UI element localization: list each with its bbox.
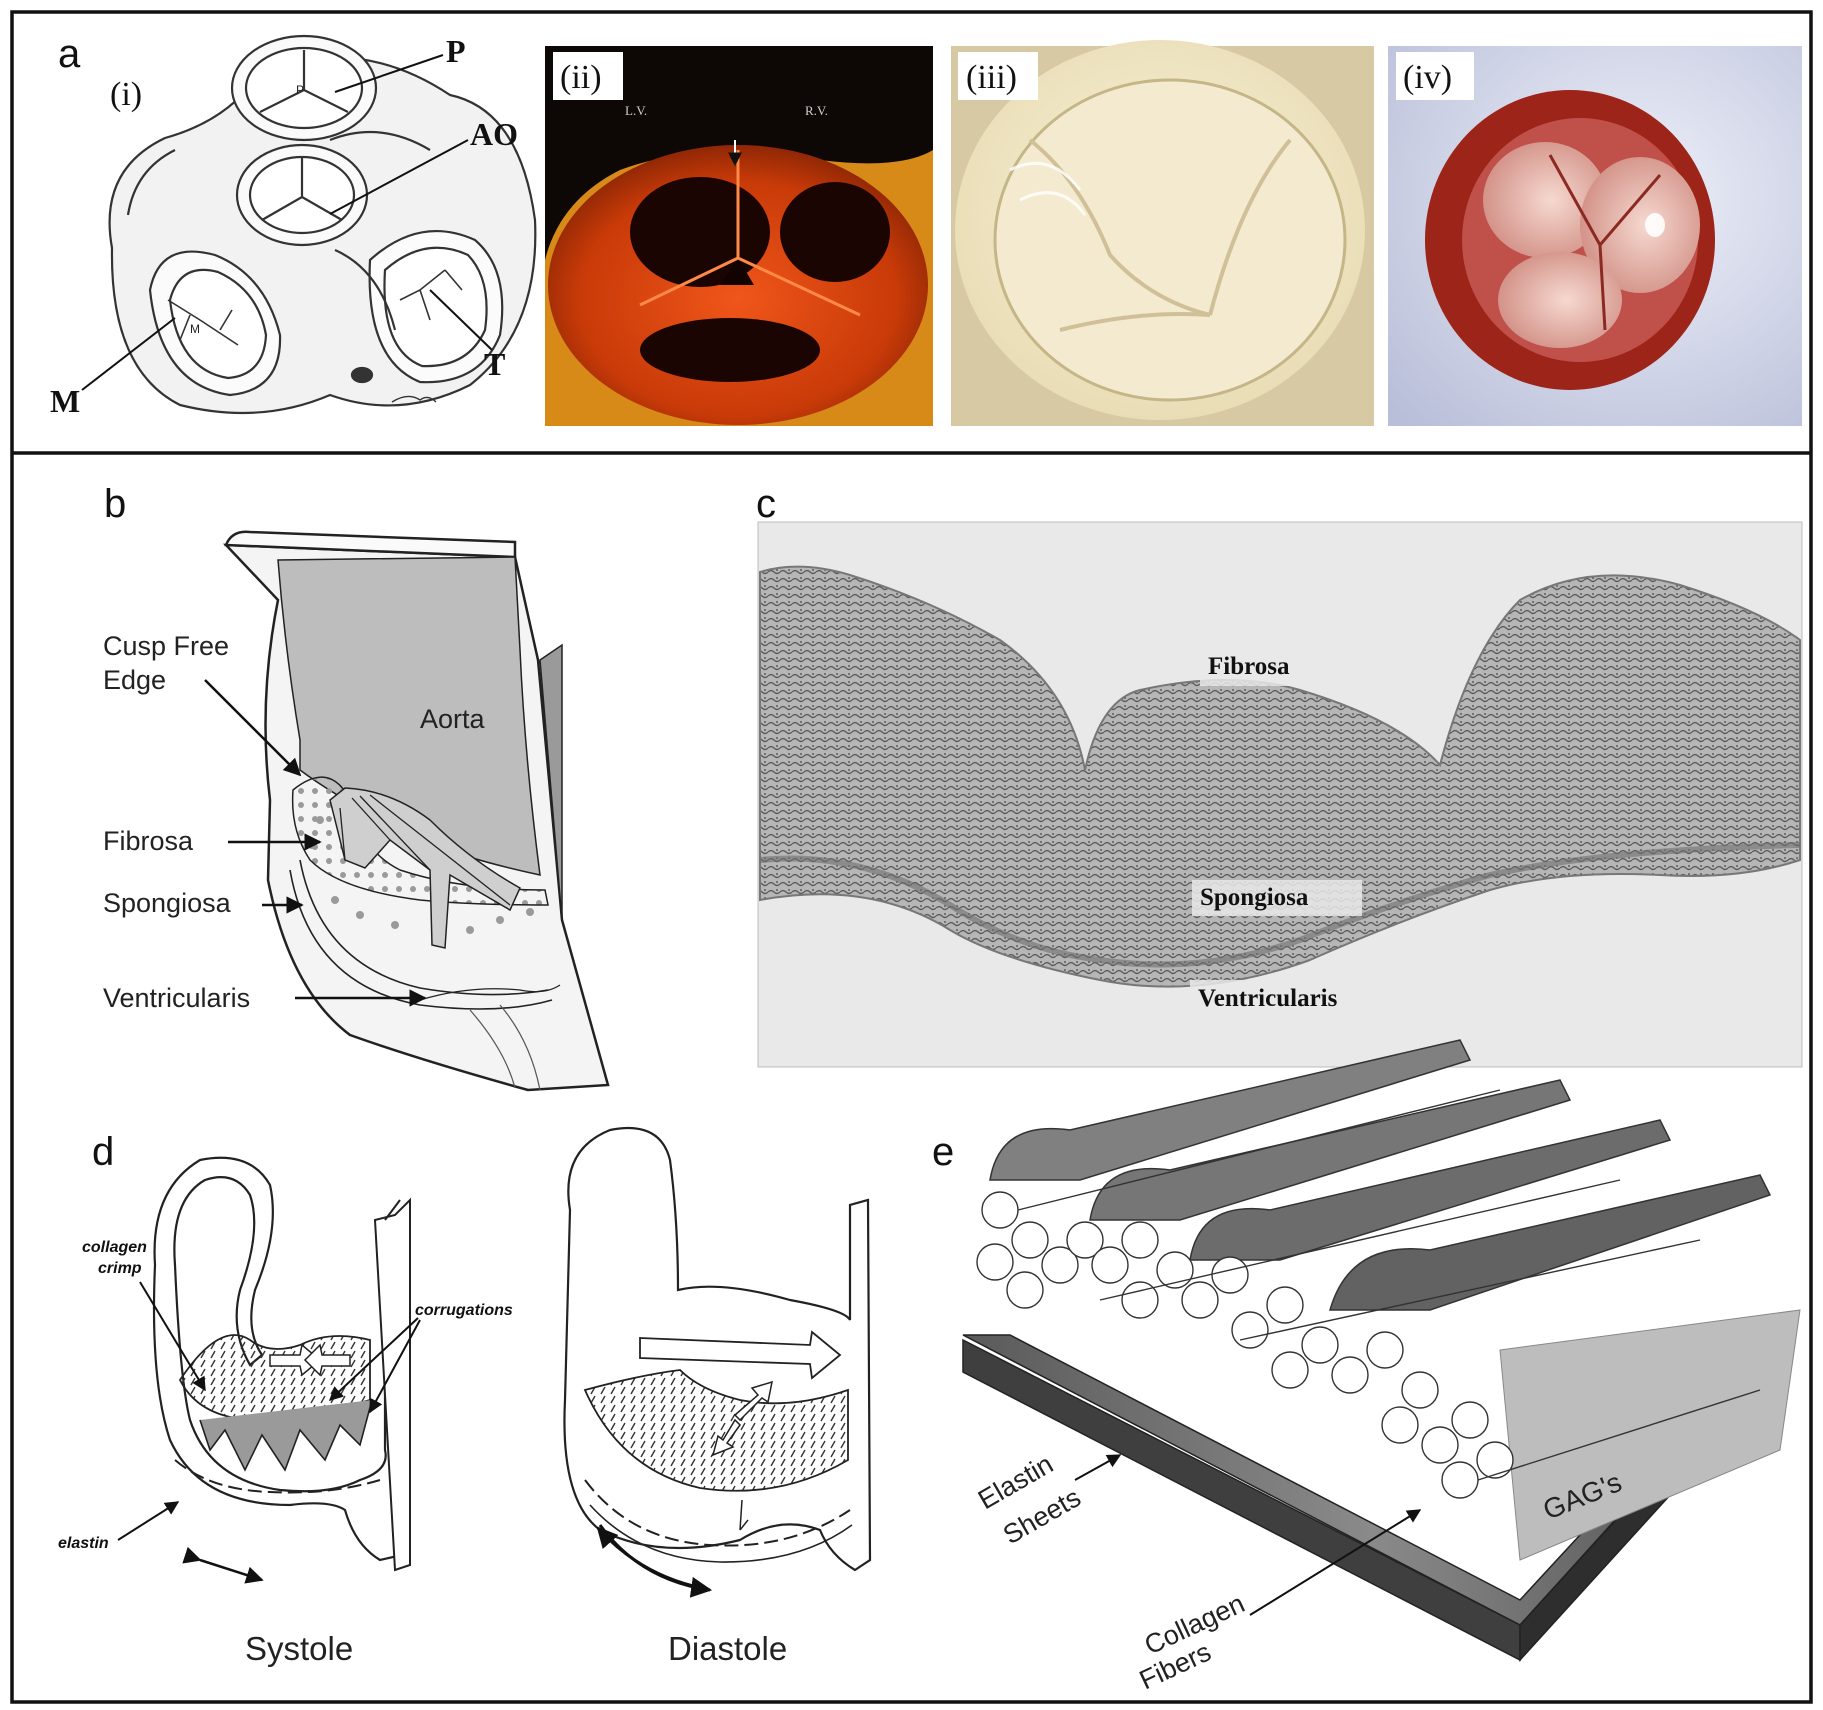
panel-letter-e: e — [932, 1130, 954, 1174]
panel-letter-c: c — [756, 482, 776, 526]
label-cusp-free-line2: Edge — [103, 665, 166, 695]
diastole-drawing — [563, 1126, 872, 1572]
systole-drawing — [152, 1156, 411, 1572]
panel-a: a P M (i) P AO M T — [50, 32, 1802, 426]
small-label-m: M — [190, 322, 200, 336]
arrow-cusp-free-edge — [204, 679, 302, 777]
outer-frame — [10, 10, 1813, 1704]
panel-d: d collagen crimp corrugations elastin Sy… — [58, 1126, 872, 1667]
label-corrugations: corrugations — [415, 1302, 513, 1319]
label-t: T — [484, 346, 505, 382]
panel-letter-b: b — [104, 482, 126, 526]
photo-iv — [1388, 46, 1802, 426]
label-fibrosa-c: Fibrosa — [1208, 653, 1290, 680]
histology-tissue — [759, 565, 1801, 988]
label-cusp-free-line1: Cusp Free — [103, 631, 229, 661]
label-diastole: Diastole — [668, 1630, 787, 1667]
label-spongiosa-b: Spongiosa — [103, 888, 232, 918]
arrow-elastin-sheets — [1074, 1454, 1122, 1481]
label-aorta: Aorta — [420, 704, 486, 734]
leader-m — [81, 317, 176, 391]
small-label-p: P — [296, 83, 304, 97]
panel-letter-d: d — [92, 1130, 114, 1174]
systole-strain-arrow — [182, 1546, 264, 1584]
layer-model-3d — [962, 1039, 1801, 1662]
photo-ii-right-label: R.V. — [805, 103, 828, 118]
label-ao: AO — [470, 116, 518, 152]
label-systole: Systole — [245, 1630, 353, 1667]
label-p: P — [446, 33, 466, 69]
heart-valve-drawing — [108, 34, 537, 415]
sub-label-iv: (iv) — [1403, 59, 1452, 96]
arrow-elastin — [117, 1501, 180, 1541]
label-collagen-line2: crimp — [98, 1260, 142, 1277]
leader-t — [429, 289, 493, 351]
photo-ii-left-label: L.V. — [625, 103, 647, 118]
leader-ao — [329, 139, 469, 215]
label-fibrosa-b: Fibrosa — [103, 826, 194, 856]
photo-ii: L.V. R.V. — [545, 46, 933, 426]
panel-b: b Cusp Free Edge Aorta Fibrosa Spongi — [103, 482, 610, 1092]
arrow-corrugations-2 — [369, 1319, 421, 1414]
sub-label-iii: (iii) — [966, 59, 1017, 96]
aortic-root-drawing — [222, 530, 610, 1092]
arrow-collagen-fibers — [1249, 1509, 1422, 1616]
label-ventricularis-c: Ventricularis — [1198, 985, 1338, 1012]
arrow-collagen-crimp — [139, 1281, 206, 1392]
label-spongiosa-c: Spongiosa — [1200, 884, 1309, 911]
leader-p — [334, 54, 444, 93]
label-elastin: elastin — [58, 1535, 109, 1552]
panel-c: c Fibrosa Spongiosa Ventricularis — [756, 482, 1803, 1068]
sub-label-ii: (ii) — [560, 59, 602, 96]
arrow-corrugations-1 — [328, 1317, 419, 1401]
sub-label-i: (i) — [110, 76, 142, 113]
label-collagen-line1: collagen — [82, 1239, 147, 1256]
label-m: M — [50, 383, 80, 419]
label-ventricularis-b: Ventricularis — [103, 983, 250, 1013]
panel-e: e — [932, 1039, 1801, 1695]
photo-iii — [951, 40, 1374, 426]
panel-letter-a: a — [58, 32, 81, 76]
